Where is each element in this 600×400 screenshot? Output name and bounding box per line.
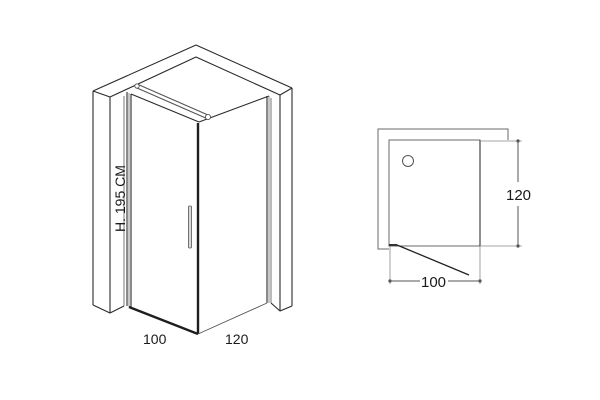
width-dimension <box>388 246 482 284</box>
plan-wall <box>377 128 509 250</box>
door-handle <box>188 205 192 249</box>
corner-wall <box>92 44 293 314</box>
door-swing <box>396 244 470 276</box>
shower-tray <box>388 139 481 247</box>
drain-icon <box>402 155 414 167</box>
height-label: H. 195 CM <box>112 165 128 232</box>
isometric-view <box>92 44 293 336</box>
depth-dimension <box>480 139 522 248</box>
shower-enclosure <box>126 83 270 336</box>
plan-view <box>377 128 522 284</box>
width-left-label: 100 <box>143 331 167 347</box>
width-right-label: 120 <box>225 331 249 347</box>
plan-width-label: 100 <box>421 274 446 291</box>
plan-depth-label: 120 <box>506 187 531 204</box>
